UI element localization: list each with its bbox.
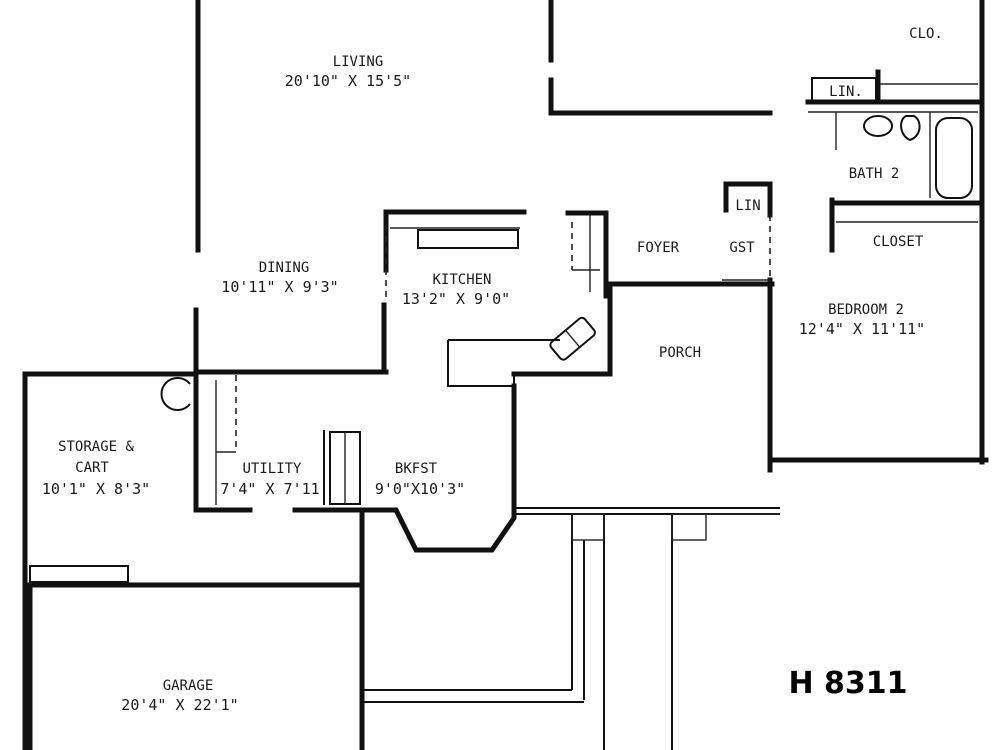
closet-top-name: CLO. [909,26,943,42]
fixtures [29,77,978,750]
utility-dims: 7'4" X 7'11 [220,480,319,498]
garage-dims: 20'4" X 22'1" [121,696,238,714]
foyer-name: FOYER [637,240,680,256]
lin-bath-name: LIN. [829,84,863,100]
storage-dims: 10'1" X 8'3" [42,480,150,498]
dining-dims: 10'11" X 9'3" [221,278,338,296]
kitchen-name: KITCHEN [432,272,491,288]
lin-hall-name: LIN [735,198,760,214]
walls [22,0,989,750]
bkfst-dims: 9'0"X10'3" [375,480,465,498]
storage-name-1: STORAGE & [58,439,134,455]
kitchen-dims: 13'2" X 9'0" [402,290,510,308]
bedroom2-name: BEDROOM 2 [828,302,904,318]
plan-id: H 8311 [788,666,907,701]
living-name: LIVING [333,54,384,70]
bath2-name: BATH 2 [849,166,900,182]
utility-name: UTILITY [242,461,302,477]
gst-name: GST [729,240,755,256]
garage-name: GARAGE [163,678,214,694]
porch-name: PORCH [659,345,701,361]
bedroom2-dims: 12'4" X 11'11" [799,320,925,338]
dining-name: DINING [259,260,310,276]
room-labels: LIVING 20'10" X 15'5" CLO. LIN. BATH 2 C… [42,26,943,714]
storage-name-2: CART [75,460,109,476]
living-dims: 20'10" X 15'5" [285,72,411,90]
bkfst-name: BKFST [395,461,438,477]
closet-name: CLOSET [873,234,924,250]
